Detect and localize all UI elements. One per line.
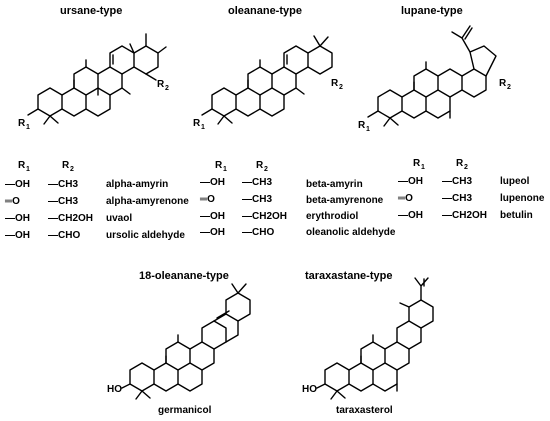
compound-name: lupenone — [500, 193, 545, 204]
compound-name: lupeol — [500, 176, 530, 187]
table-cell: —OH — [398, 176, 423, 187]
table-cell: —OH — [398, 210, 423, 221]
compound-germanicol: germanicol — [158, 405, 212, 416]
svg-text:R: R — [62, 160, 70, 171]
svg-text:1: 1 — [26, 166, 30, 173]
svg-text:R: R — [456, 158, 464, 169]
oleanane-r2-sub: 2 — [339, 84, 343, 91]
title-lupane-type: lupane-type — [401, 5, 463, 17]
table-cell: —CH3 — [48, 196, 78, 207]
svg-text:1: 1 — [223, 166, 227, 173]
compound-name: uvaol — [106, 213, 132, 224]
table-cell: —OH — [200, 227, 225, 238]
table-cell: ═O — [4, 196, 20, 207]
title-taraxastane-type: taraxastane-type — [305, 270, 392, 282]
taraxasterol-structure — [316, 277, 434, 400]
table-cell: —OH — [5, 230, 30, 241]
table-cell: —OH — [5, 179, 30, 190]
ursane-structure — [27, 33, 167, 125]
table-cell: —CH3 — [442, 176, 472, 187]
germanicol-ho-label: HO — [107, 384, 122, 395]
ursane-r1-sub: 1 — [26, 124, 30, 131]
title-ursane-type: ursane-type — [60, 5, 122, 17]
compound-taraxasterol: taraxasterol — [336, 405, 393, 416]
compound-name: beta-amyrin — [306, 179, 363, 190]
table-cell: —CH2OH — [48, 213, 93, 224]
oleanane-r2-label: R — [331, 78, 339, 89]
ursane-r1-label: R — [18, 118, 26, 129]
table-cell: —OH — [200, 177, 225, 188]
oleanane-r1-label: R — [193, 118, 201, 129]
title-18-oleanane-type: 18-oleanane-type — [139, 270, 229, 282]
table-cell: —CH2OH — [242, 211, 287, 222]
compound-name: ursolic aldehyde — [106, 230, 185, 241]
svg-text:R: R — [18, 160, 26, 171]
ursane-table: —OH —CH3 alpha-amyrin ═O —CH3 alpha-amyr… — [4, 179, 189, 241]
svg-text:R: R — [256, 160, 264, 171]
germanicol-structure — [121, 283, 251, 400]
lupane-r2-label: R — [499, 78, 507, 89]
compound-name: erythrodiol — [306, 211, 358, 222]
compound-name: beta-amyrenone — [306, 195, 384, 206]
lupane-r2-sub: 2 — [507, 84, 511, 91]
compound-name: betulin — [500, 210, 533, 221]
svg-text:2: 2 — [464, 164, 468, 171]
table-cell: —CH3 — [242, 194, 272, 205]
table-cell: —CHO — [48, 230, 80, 241]
taraxasterol-ho-label: HO — [302, 384, 317, 395]
svg-text:2: 2 — [264, 166, 268, 173]
oleanane-r1-sub: 1 — [201, 124, 205, 131]
lupane-table: —OH —CH3 lupeol ═O —CH3 lupenone —OH —CH… — [397, 176, 545, 221]
lupane-r1-label: R — [358, 120, 366, 131]
table-cell: —OH — [200, 211, 225, 222]
title-oleanane-type: oleanane-type — [228, 5, 302, 17]
table-cell: ═O — [199, 194, 215, 205]
svg-text:R: R — [413, 158, 421, 169]
table-cell: —CH3 — [442, 193, 472, 204]
svg-text:1: 1 — [421, 164, 425, 171]
table-cell: —CH2OH — [442, 210, 487, 221]
oleanane-structure — [201, 35, 333, 125]
compound-name: alpha-amyrenone — [106, 196, 189, 207]
compound-name: oleanolic aldehyde — [306, 227, 396, 238]
table-cell: —CHO — [242, 227, 274, 238]
svg-text:2: 2 — [70, 166, 74, 173]
ursane-r2-label: R — [157, 79, 165, 90]
lupane-r1-sub: 1 — [366, 126, 370, 133]
table-cell: —CH3 — [242, 177, 272, 188]
ursane-r2-sub: 2 — [165, 85, 169, 92]
compound-name: alpha-amyrin — [106, 179, 168, 190]
table-cell: ═O — [397, 193, 413, 204]
svg-text:R: R — [215, 160, 223, 171]
lupane-structure — [367, 25, 497, 127]
table-cell: —OH — [5, 213, 30, 224]
oleanane-table: —OH —CH3 beta-amyrin ═O —CH3 beta-amyren… — [199, 177, 396, 238]
table-cell: —CH3 — [48, 179, 78, 190]
